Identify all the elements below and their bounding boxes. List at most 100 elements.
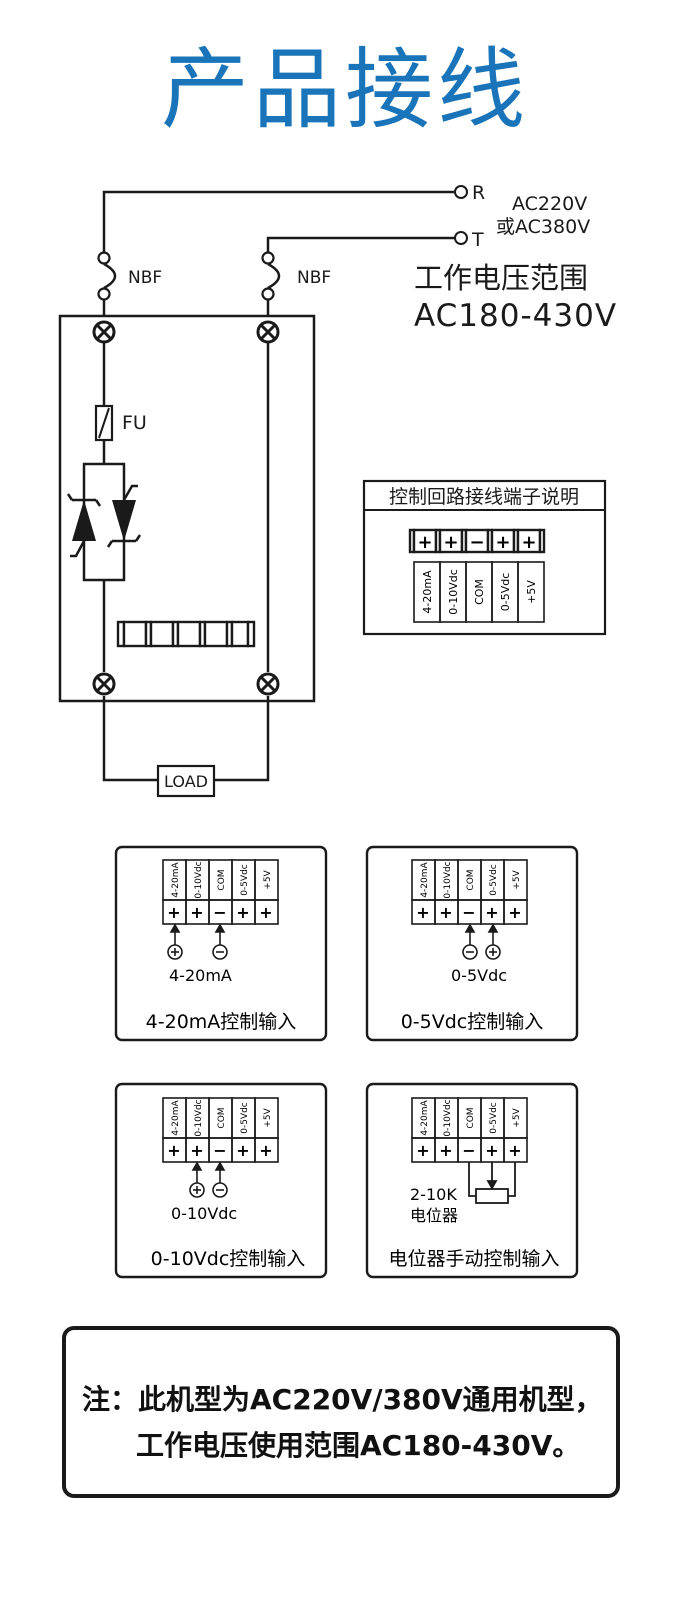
panel2-terminal-1: 4-20mA (420, 861, 430, 897)
panel3-polarity-4: + (236, 1141, 249, 1160)
panel3-terminal-4: 0-5Vdc (240, 1102, 250, 1134)
terminal-top-right-icon (256, 320, 280, 344)
panel1-polarity-1: + (167, 903, 180, 922)
panel3-terminal-3: COM (217, 1107, 227, 1128)
panel3-polarity-1: + (167, 1141, 180, 1160)
module-box (58, 314, 316, 703)
panel4-signal-label-2: 电位器 (410, 1206, 458, 1225)
panel3-minus-icon (212, 1182, 228, 1198)
panel4-terminal-5: +5V (512, 1107, 522, 1127)
panel1-polarity-5: + (259, 903, 272, 922)
potentiometer-icon (468, 1162, 516, 1204)
panel4-polarity-4: + (485, 1141, 498, 1160)
panel1-polarity-2: + (190, 903, 203, 922)
note-line-1: 注：此机型为AC220V/380V通用机型， (82, 1383, 603, 1416)
panel3-terminal-1: 4-20mA (171, 1099, 181, 1135)
panel4-caption: 电位器手动控制输入 (388, 1248, 559, 1270)
panel-potentiometer: 4-20mA 0-10Vdc COM 0-5Vdc +5V + + − + + … (365, 1082, 579, 1279)
panel4-terminal-2: 0-10Vdc (443, 1099, 453, 1136)
panel1-terminal-5: +5V (263, 869, 273, 889)
panel2-terminal-2: 0-10Vdc (443, 861, 453, 898)
note-line-2: 工作电压使用范围AC180-430V。 (136, 1429, 581, 1462)
page-title: 产品接线 (160, 38, 529, 141)
panel3-polarity-2: + (190, 1141, 203, 1160)
panel1-terminal-2: 0-10Vdc (194, 861, 204, 898)
panel4-terminal-1: 4-20mA (420, 1099, 430, 1135)
breaker-right-symbol (261, 251, 281, 316)
panel3-polarity-5: + (259, 1141, 272, 1160)
note-box (62, 1326, 620, 1498)
panel1-plus-icon (167, 944, 183, 960)
load-box (156, 764, 216, 798)
panel3-terminal-2: 0-10Vdc (194, 1099, 204, 1136)
panel-4-20ma: 4-20mA 0-10Vdc COM 0-5Vdc +5V + + − + + … (114, 845, 328, 1042)
panel2-polarity-4: + (485, 903, 498, 922)
terminal-r (454, 185, 468, 199)
panel4-terminal-4: 0-5Vdc (489, 1102, 499, 1134)
thyristor-icon (66, 462, 142, 582)
legend-polarity-5: + (521, 532, 536, 553)
voltage-label-1: AC220V (512, 193, 587, 215)
panel-0-5vdc: 4-20mA 0-10Vdc COM 0-5Vdc +5V + + − + + … (365, 845, 579, 1042)
working-range-value: AC180-430V (414, 298, 617, 334)
internal-terminal-strip (116, 620, 256, 648)
panel2-terminal-5: +5V (512, 869, 522, 889)
legend-polarity-4: + (495, 532, 510, 553)
panel2-polarity-5: + (508, 903, 521, 922)
panel2-terminal-3: COM (466, 869, 476, 890)
legend-label-1: 4-20mA (421, 570, 434, 614)
panel4-polarity-2: + (439, 1141, 452, 1160)
main-wiring (102, 342, 270, 782)
panel4-signal-label-1: 2-10K (410, 1185, 457, 1204)
terminal-legend-title: 控制回路接线端子说明 (389, 486, 579, 508)
panel2-polarity-1: + (416, 903, 429, 922)
panel1-polarity-3: − (213, 903, 226, 922)
load-label: LOAD (164, 772, 208, 791)
legend-label-5: +5V (525, 580, 538, 604)
legend-polarity-1: + (417, 532, 432, 553)
legend-polarity-2: + (443, 532, 458, 553)
panel4-polarity-3: − (462, 1141, 475, 1160)
terminal-t-label: T (471, 229, 484, 251)
panel1-terminal-1: 4-20mA (171, 861, 181, 897)
panel2-minus-icon (462, 944, 478, 960)
terminal-legend: 控制回路接线端子说明 + + − + + 4-20mA 0-10Vdc (362, 479, 607, 636)
terminal-t (454, 231, 468, 245)
panel1-terminal-4: 0-5Vdc (240, 864, 250, 896)
panel3-terminal-5: +5V (263, 1107, 273, 1127)
breaker-left-symbol (97, 251, 117, 316)
terminal-r-label: R (472, 182, 485, 204)
breaker-left-label: NBF (128, 268, 162, 288)
panel2-terminal-4: 0-5Vdc (489, 864, 499, 896)
panel3-polarity-3: − (213, 1141, 226, 1160)
supply-lines (102, 190, 455, 252)
fuse-label: FU (122, 412, 147, 434)
panel-0-10vdc: 4-20mA 0-10Vdc COM 0-5Vdc +5V + + − + + … (114, 1082, 328, 1279)
panel2-polarity-2: + (439, 903, 452, 922)
panel3-plus-icon (189, 1182, 205, 1198)
voltage-label-2: 或AC380V (496, 216, 590, 238)
panel2-polarity-3: − (462, 903, 475, 922)
panel1-minus-icon (212, 944, 228, 960)
fuse-icon (94, 404, 114, 442)
legend-polarity-3: − (469, 532, 484, 553)
working-range-label: 工作电压范围 (414, 261, 588, 295)
panel2-signal-label: 0-5Vdc (451, 966, 507, 985)
panel4-polarity-1: + (416, 1141, 429, 1160)
panel4-polarity-5: + (508, 1141, 521, 1160)
legend-label-4: 0-5Vdc (499, 573, 512, 612)
panel1-terminal-3: COM (217, 869, 227, 890)
terminal-top-left-icon (92, 320, 116, 344)
panel2-plus-icon (485, 944, 501, 960)
panel1-polarity-4: + (236, 903, 249, 922)
legend-label-3: COM (473, 579, 486, 605)
panel1-caption: 4-20mA控制输入 (146, 1011, 297, 1033)
panel3-signal-label: 0-10Vdc (171, 1204, 237, 1223)
terminal-bottom-right-icon (256, 672, 280, 696)
terminal-bottom-left-icon (92, 672, 116, 696)
panel3-caption: 0-10Vdc控制输入 (151, 1248, 306, 1270)
panel1-signal-label: 4-20mA (169, 966, 232, 985)
legend-label-2: 0-10Vdc (447, 569, 460, 615)
breaker-right-label: NBF (297, 268, 331, 288)
